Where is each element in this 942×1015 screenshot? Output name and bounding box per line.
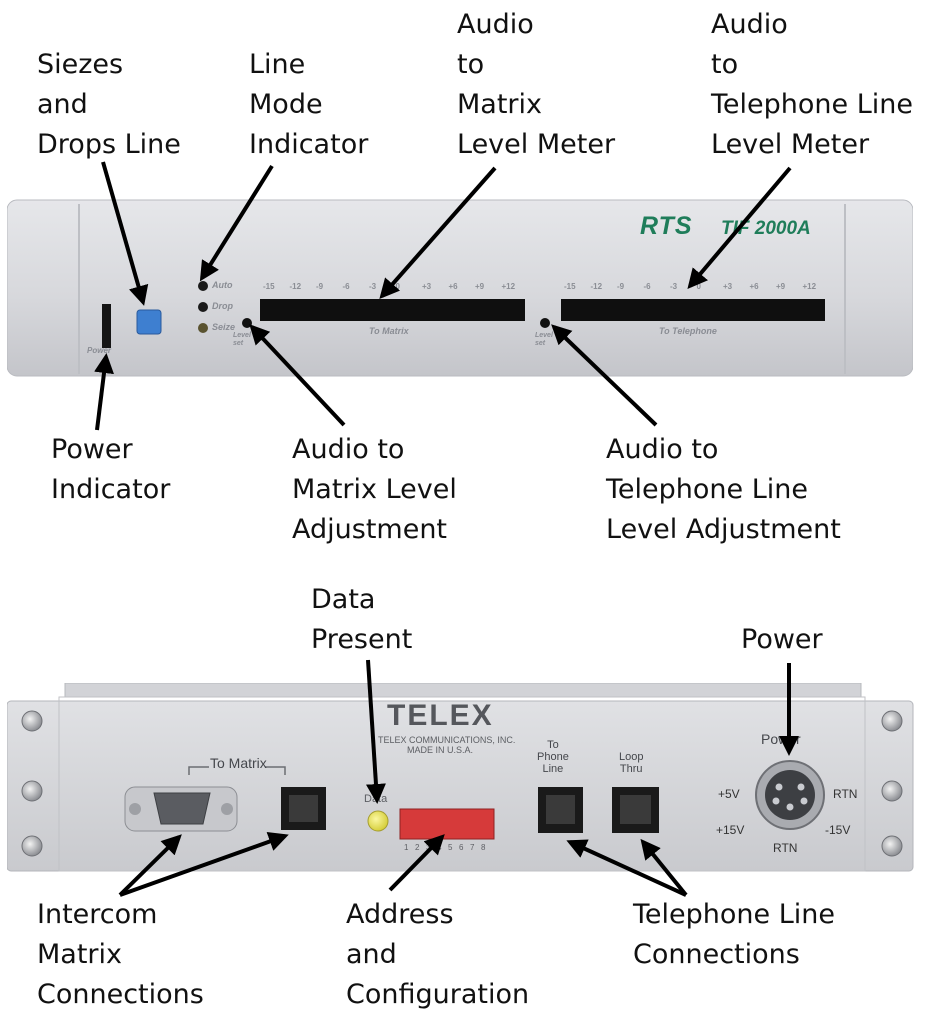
callout-arrows: [0, 0, 942, 1015]
